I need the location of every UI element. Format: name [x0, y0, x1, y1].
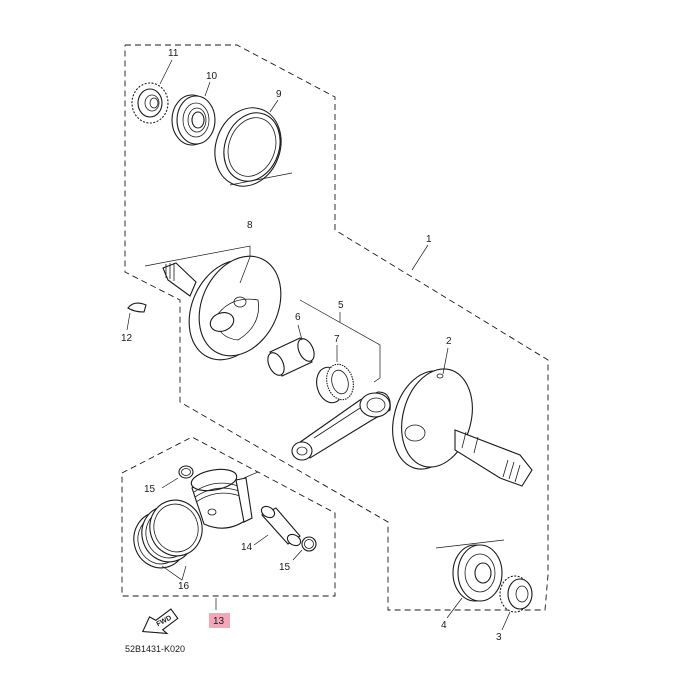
label-14: 14	[241, 542, 253, 553]
bearing-part-10[interactable]	[171, 94, 216, 146]
woodruff-key-part[interactable]	[127, 302, 147, 313]
drive-gear-part[interactable]	[131, 82, 169, 124]
oil-seal-part[interactable]	[204, 98, 292, 195]
leader-2	[442, 347, 449, 375]
piston-assembly-outline	[121, 436, 336, 597]
circlip-part-bottom[interactable]	[301, 536, 317, 552]
label-8: 8	[247, 220, 253, 231]
label-11: 11	[168, 48, 179, 59]
crankshaft-assembly-outline	[124, 44, 549, 611]
leader-12	[126, 312, 131, 331]
leader-9	[269, 99, 279, 113]
label-15-bottom: 15	[279, 562, 291, 573]
crank-web-part[interactable]	[162, 243, 296, 373]
label-16: 16	[178, 581, 190, 592]
leader-5-frame	[299, 299, 381, 383]
label-3: 3	[496, 632, 502, 643]
leader-1	[411, 244, 429, 271]
leader-6	[297, 324, 303, 341]
leader-9-base	[229, 172, 293, 186]
label-5: 5	[338, 300, 344, 311]
leader-8-frame	[144, 245, 251, 267]
piston-pin-part[interactable]	[259, 504, 302, 548]
label-4: 4	[441, 620, 447, 631]
label-15-top: 15	[144, 484, 156, 495]
highlight-13	[209, 613, 230, 628]
leader-4	[446, 597, 463, 619]
reference-code: 52B1431-K020	[125, 644, 185, 654]
leader-11	[159, 59, 173, 85]
connecting-rod-part[interactable]	[291, 391, 391, 461]
label-10: 10	[206, 71, 218, 82]
label-6: 6	[295, 312, 301, 323]
label-13: 13	[213, 616, 225, 627]
leader-15-top	[161, 477, 179, 489]
leader-3	[501, 611, 511, 631]
crank-web-right-part[interactable]	[382, 361, 533, 487]
needle-bearing-part[interactable]	[313, 361, 357, 406]
label-12: 12	[121, 333, 133, 344]
leader-10	[204, 81, 211, 97]
label-7: 7	[334, 334, 340, 345]
leader-4-top	[435, 539, 505, 549]
bearing-part-4[interactable]	[452, 544, 503, 602]
leader-15-bottom	[292, 549, 303, 561]
leader-14	[253, 534, 269, 546]
circlip-part-top[interactable]	[178, 465, 194, 479]
leader-8	[239, 256, 251, 284]
crank-pin-part[interactable]	[265, 336, 318, 378]
label-2: 2	[446, 336, 452, 347]
label-9: 9	[276, 89, 282, 100]
fwd-arrow-icon	[141, 608, 179, 635]
label-1: 1	[426, 234, 432, 245]
leader-piston	[243, 471, 259, 479]
timing-gear-part[interactable]	[499, 575, 533, 613]
piston-part[interactable]	[190, 466, 253, 529]
piston-rings-part[interactable]	[128, 494, 209, 574]
leader-16	[161, 565, 187, 581]
